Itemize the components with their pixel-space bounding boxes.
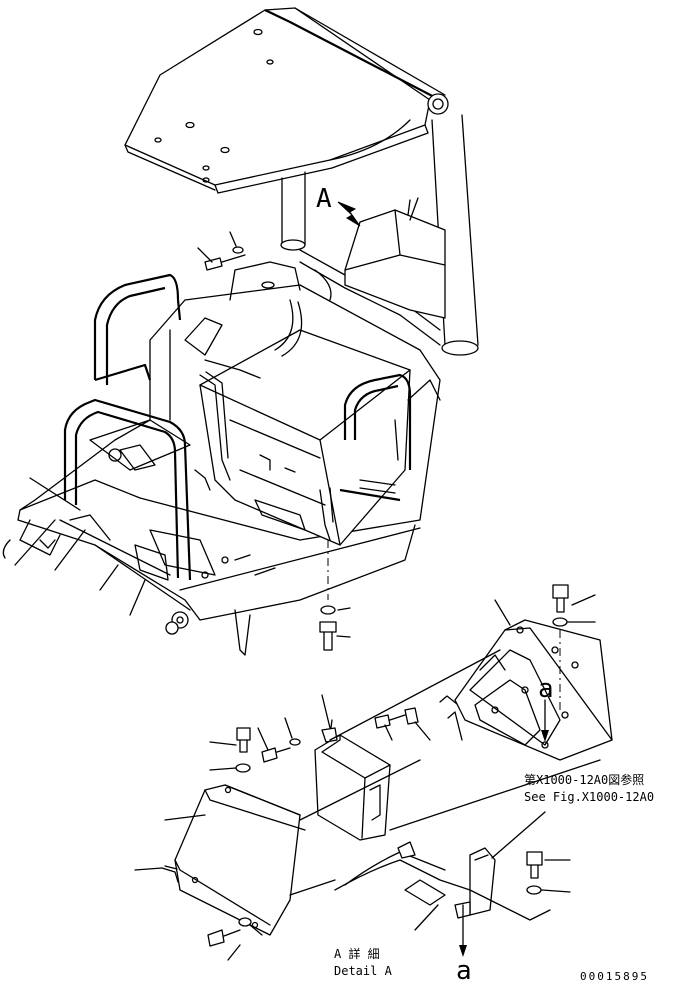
- bolts-left: [207, 727, 301, 947]
- washer: [320, 605, 336, 615]
- wiring-harness: [194, 359, 334, 541]
- bottom-bolt: [319, 621, 337, 651]
- drawing-number: 00015895: [580, 970, 649, 983]
- clip-left: [161, 865, 179, 883]
- bolt-right-bottom: [526, 851, 543, 895]
- ref-a-bottom-label: a: [456, 956, 472, 986]
- arrow-a-bottom-head-icon: [459, 945, 467, 957]
- leader-lines: [14, 197, 596, 961]
- front-cover-left: [174, 784, 306, 936]
- reference-note-en: See Fig.X1000-12A0: [524, 790, 655, 804]
- top-bolt: [204, 246, 246, 271]
- detail-title-en: Detail A: [334, 964, 392, 978]
- assembly-lines: [289, 649, 601, 921]
- arrow-a-top-head-icon: [541, 730, 549, 742]
- detail-title-jp: A 詳 細: [334, 947, 380, 961]
- handrails: [63, 273, 412, 581]
- harness-lower: [334, 841, 496, 919]
- bolt-right-top: [552, 584, 569, 710]
- reference-note-jp: 第X1000-12A0図参照: [524, 773, 645, 787]
- view-arrow-icon: [337, 201, 361, 227]
- control-unit: [314, 719, 391, 841]
- view-A-label: A: [316, 184, 332, 214]
- box-view-A: [344, 199, 446, 319]
- canopy-roof: [124, 7, 449, 194]
- floor-frame: [2, 261, 441, 656]
- rear-cover-right: [454, 619, 613, 761]
- screws-mid: [374, 695, 463, 741]
- ref-a-top-label: a: [538, 674, 554, 704]
